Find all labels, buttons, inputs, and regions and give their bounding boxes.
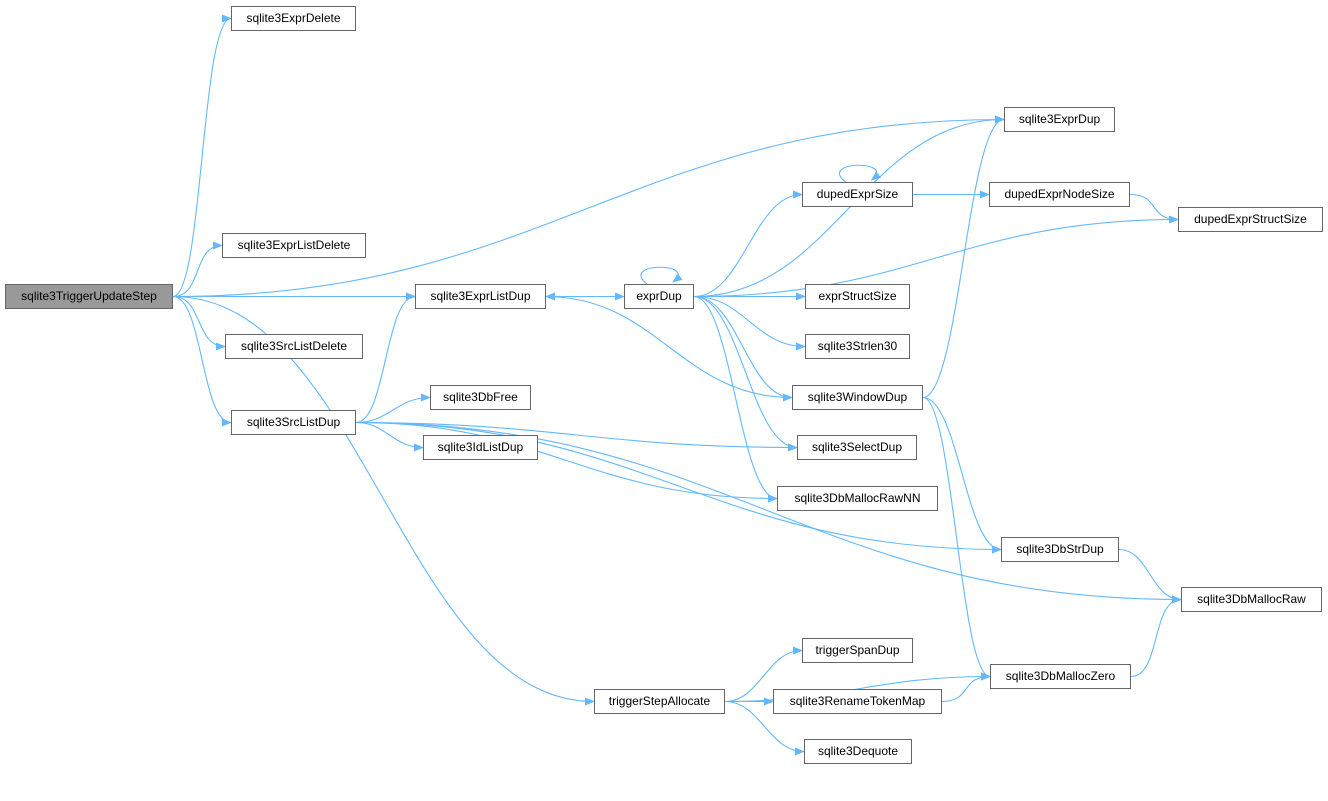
edge-dupedExprNodeSize-to-dupedExprStructSize <box>1129 193 1179 224</box>
edge-srcListDup-to-selectDup <box>355 421 798 452</box>
edge-exprDup-to-windowDup <box>693 295 793 402</box>
node-sqlite3ExprDup[interactable]: sqlite3ExprDup <box>1004 107 1115 132</box>
node-sqlite3WindowDup[interactable]: sqlite3WindowDup <box>792 385 923 410</box>
node-sqlite3TriggerUpdateStep: sqlite3TriggerUpdateStep <box>5 284 173 309</box>
edge-triggerStepAllocate-to-dequote <box>724 700 805 756</box>
edge-dbStrDup-to-dbMallocRaw <box>1118 548 1182 604</box>
edge-exprDup-to-dbMallocRawNN <box>693 295 778 503</box>
edge-windowDup-to-dbStrDup <box>922 396 1002 554</box>
node-sqlite3DbMallocRawNN[interactable]: sqlite3DbMallocRawNN <box>777 486 938 511</box>
edge-exprDup-to-dupedExprStructSize <box>693 215 1179 298</box>
edge-windowDup-to-sqlite3ExprDup <box>922 115 1005 399</box>
node-sqlite3Dequote[interactable]: sqlite3Dequote <box>804 739 912 764</box>
node-sqlite3DbMallocZero[interactable]: sqlite3DbMallocZero <box>990 664 1131 689</box>
edge-srcListDup-to-exprListDup <box>355 292 416 424</box>
edge-exprDup-to-dupedExprSize <box>693 190 803 298</box>
node-dupedExprSize[interactable]: dupedExprSize <box>802 182 913 207</box>
node-sqlite3Strlen30[interactable]: sqlite3Strlen30 <box>805 334 910 359</box>
node-sqlite3SrcListDelete[interactable]: sqlite3SrcListDelete <box>225 334 363 359</box>
edge-windowDup-to-exprListDup <box>545 292 793 399</box>
edge-srcListDup-to-dbStrDup <box>355 421 1002 554</box>
node-sqlite3DbMallocRaw[interactable]: sqlite3DbMallocRaw <box>1181 587 1322 612</box>
edge-srcListDup-to-dbMallocRawNN <box>355 421 778 503</box>
node-sqlite3SelectDup[interactable]: sqlite3SelectDup <box>797 435 917 460</box>
node-dupedExprNodeSize[interactable]: dupedExprNodeSize <box>989 182 1130 207</box>
node-dupedExprStructSize[interactable]: dupedExprStructSize <box>1178 207 1323 232</box>
edge-root-to-srcListDup <box>172 295 232 427</box>
edge-exprDup-to-sqlite3ExprDup <box>693 115 1005 298</box>
node-sqlite3SrcListDup[interactable]: sqlite3SrcListDup <box>231 410 356 435</box>
node-triggerSpanDup[interactable]: triggerSpanDup <box>802 638 913 663</box>
edge-renameTokenMap-to-dbMallocZero <box>941 672 991 703</box>
node-triggerStepAllocate[interactable]: triggerStepAllocate <box>594 689 725 714</box>
node-sqlite3DbFree[interactable]: sqlite3DbFree <box>430 385 531 410</box>
node-sqlite3DbStrDup[interactable]: sqlite3DbStrDup <box>1001 537 1119 562</box>
edge-root-to-exprDelete <box>172 14 232 298</box>
edge-exprDup-to-exprDup <box>640 266 683 285</box>
edge-exprDup-to-strlen30 <box>693 295 806 351</box>
edge-root-to-srcListDelete <box>172 295 226 351</box>
edge-srcListDup-to-dbMallocRaw <box>355 421 1182 604</box>
node-sqlite3IdListDup[interactable]: sqlite3IdListDup <box>423 435 538 460</box>
node-sqlite3ExprListDelete[interactable]: sqlite3ExprListDelete <box>222 233 366 258</box>
edge-srcListDup-to-dbFree <box>355 393 431 424</box>
edge-srcListDup-to-idListDup <box>355 421 424 452</box>
node-exprDup[interactable]: exprDup <box>624 284 694 309</box>
node-sqlite3RenameTokenMap[interactable]: sqlite3RenameTokenMap <box>773 689 942 714</box>
edge-exprDup-to-selectDup <box>693 295 798 452</box>
edge-dbMallocZero-to-dbMallocRaw <box>1130 595 1182 678</box>
edge-root-to-triggerStepAllocate <box>172 295 595 706</box>
edge-triggerStepAllocate-to-triggerSpanDup <box>724 646 803 703</box>
node-sqlite3ExprDelete[interactable]: sqlite3ExprDelete <box>231 6 356 31</box>
edge-dupedExprSize-to-dupedExprSize <box>838 164 882 183</box>
edge-root-to-exprListDelete <box>172 241 223 298</box>
edge-root-to-sqlite3ExprDup <box>172 115 1005 298</box>
node-sqlite3ExprListDup[interactable]: sqlite3ExprListDup <box>415 284 546 309</box>
node-exprStructSize[interactable]: exprStructSize <box>805 284 910 309</box>
edge-windowDup-to-dbMallocZero <box>922 396 991 681</box>
